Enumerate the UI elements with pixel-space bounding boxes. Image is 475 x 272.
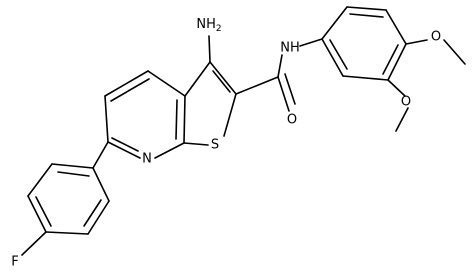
bond-ar2-o-top xyxy=(405,39,428,45)
bond-n-c6 xyxy=(107,141,141,159)
bond-c3a-c3 xyxy=(184,61,211,97)
bond-c3a-c7a-double xyxy=(175,99,178,140)
carbonyl-oxygen-label: O xyxy=(287,113,297,128)
pyridine-nitrogen-label: N xyxy=(142,152,152,167)
bond-o-top-methyl xyxy=(443,39,466,65)
bond-ar2-c1 xyxy=(321,6,348,40)
bond-c3-nh2 xyxy=(208,35,211,63)
bond-ar1-c1 xyxy=(51,163,94,169)
bond-ar2-c3 xyxy=(385,9,407,45)
bond-ar1-c6 xyxy=(92,167,110,202)
bond-ar2-c6 xyxy=(321,38,344,77)
bond-c7a-n xyxy=(154,142,185,159)
amide-nh-label: NH xyxy=(280,41,300,56)
bond-ar2-o-bottom xyxy=(387,79,406,97)
bond-ar2-c2 xyxy=(346,6,387,11)
bond-ar1-c3-double xyxy=(35,196,52,227)
bond-ar2-c4 xyxy=(387,43,407,81)
bond-c3a-c7a xyxy=(183,95,186,144)
bond-ar1-c4 xyxy=(45,231,89,235)
bond-carbonyl-nh xyxy=(277,54,283,78)
bond-c5-c3a xyxy=(147,70,186,97)
bond-c3-c2-double xyxy=(212,70,231,93)
thiophene-sulfur-label: S xyxy=(211,138,219,153)
bond-ar1-c5-double xyxy=(83,199,102,227)
bond-c2-s xyxy=(223,93,237,137)
bond-n-c6-double xyxy=(111,137,139,152)
bond-o-bottom-methyl xyxy=(395,107,409,132)
bond-ar1-c1-double xyxy=(57,171,90,177)
bond-c2-carbonyl xyxy=(235,76,279,95)
bond-c3-c2 xyxy=(209,61,237,95)
atom-labels: NH2 NH O S N F O O xyxy=(11,17,441,270)
bond-c4-c5-double xyxy=(110,78,150,102)
bond-nh-aryl xyxy=(299,38,323,47)
bond-carbonyl-o-double xyxy=(284,73,296,105)
bond-ar1-c3 xyxy=(27,195,47,233)
fluorine-label: F xyxy=(11,255,18,270)
bond-ar1-c2 xyxy=(27,163,53,197)
bond-ar2-c2-double xyxy=(349,13,384,18)
bond-c4-c5 xyxy=(104,70,149,97)
bond-c6-ar1 xyxy=(92,141,109,169)
bond-ar2-c6-double xyxy=(329,39,348,70)
amino-label: NH2 xyxy=(196,17,221,34)
bond-ar1-c5 xyxy=(87,200,110,235)
bond-ar2-c5 xyxy=(342,75,389,81)
bond-s-c7a xyxy=(183,142,209,146)
bond-c6-c4 xyxy=(104,95,109,143)
bond-lines xyxy=(21,6,466,256)
methoxy-oxygen-top-label: O xyxy=(431,30,441,45)
methoxy-oxygen-bottom-label: O xyxy=(401,95,411,110)
bond-ar2-c4-double xyxy=(382,44,399,75)
bond-ar1-f xyxy=(21,231,47,256)
bond-carbonyl-o xyxy=(277,76,290,112)
